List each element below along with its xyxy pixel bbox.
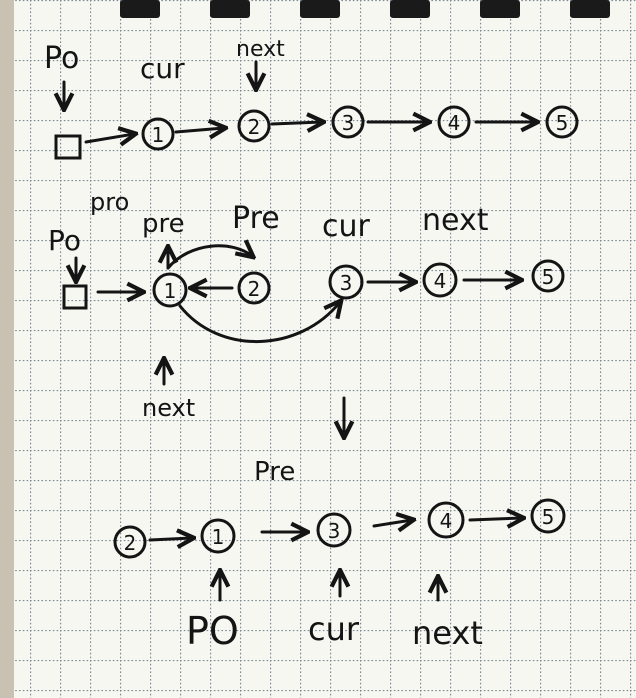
node-circle	[531, 259, 565, 293]
node-circle	[237, 109, 271, 143]
label-next-top: next	[422, 203, 489, 238]
node-circle	[545, 105, 579, 139]
label-cur: cur	[322, 209, 371, 244]
label-p0: Po	[44, 41, 79, 76]
node-value: 1	[212, 525, 225, 549]
label-pro: pro	[90, 188, 129, 216]
node-value: 5	[542, 265, 555, 289]
node-value: 2	[248, 277, 261, 301]
node-circle	[316, 512, 352, 548]
binding-ring	[480, 0, 520, 18]
step-3-after-swap: Pre 2 1 3 4 5 PO cur next	[113, 457, 566, 653]
label-pre: Pre	[254, 457, 295, 487]
dummy-node-box	[54, 134, 82, 160]
link-arrow	[468, 518, 522, 520]
dot-grid	[14, 0, 636, 698]
node-circle	[237, 271, 271, 305]
node-value: 4	[440, 509, 453, 533]
link-arrow	[174, 128, 224, 132]
node-value: 1	[164, 279, 177, 303]
dummy-node-box	[62, 284, 88, 310]
node-value: 2	[248, 115, 261, 139]
label-pre-right: Pre	[232, 201, 280, 236]
binding-ring	[390, 0, 430, 18]
binding-ring	[300, 0, 340, 18]
label-next-bottom: next	[142, 394, 195, 422]
link-arrow	[84, 134, 134, 142]
node-value: 5	[542, 505, 555, 529]
label-next: next	[236, 37, 285, 62]
binding-ring	[570, 0, 610, 18]
node-circle	[427, 501, 465, 539]
link-arrow	[148, 538, 192, 540]
node-circle	[331, 105, 365, 139]
link-arrow	[270, 122, 322, 124]
paper-edge	[0, 0, 14, 698]
label-cur: cur	[308, 610, 360, 648]
label-pre-left: pre	[142, 209, 185, 239]
node-value: 5	[556, 111, 569, 135]
step-1-initial-list: Po cur next 1 2 3 4 5	[44, 37, 579, 160]
label-p0: Po	[48, 224, 81, 257]
label-cur: cur	[140, 52, 185, 85]
node-circle	[328, 264, 364, 300]
binding-ring	[120, 0, 160, 18]
node-value: 3	[342, 111, 355, 135]
node-value: 3	[340, 271, 353, 295]
skip-link-arrow	[178, 302, 340, 344]
node-value: 3	[328, 519, 341, 543]
node-value: 4	[434, 269, 447, 293]
node-circle	[141, 117, 175, 151]
node-circle	[530, 498, 566, 534]
label-p0: PO	[186, 609, 239, 653]
label-next: next	[412, 614, 483, 652]
node-circle	[437, 105, 471, 139]
binding-ring	[210, 0, 250, 18]
link-arrow	[372, 520, 412, 526]
node-value: 1	[152, 123, 165, 147]
node-circle	[422, 262, 458, 298]
node-value: 4	[448, 111, 461, 135]
node-circle	[200, 518, 236, 554]
node-circle	[152, 272, 188, 308]
node-value: 2	[124, 531, 137, 555]
spiral-binding	[120, 0, 610, 18]
node-circle	[113, 525, 147, 559]
step-2-first-swap: pro Po pre Pre cur next 1 2 3 4 5 next	[48, 188, 565, 422]
